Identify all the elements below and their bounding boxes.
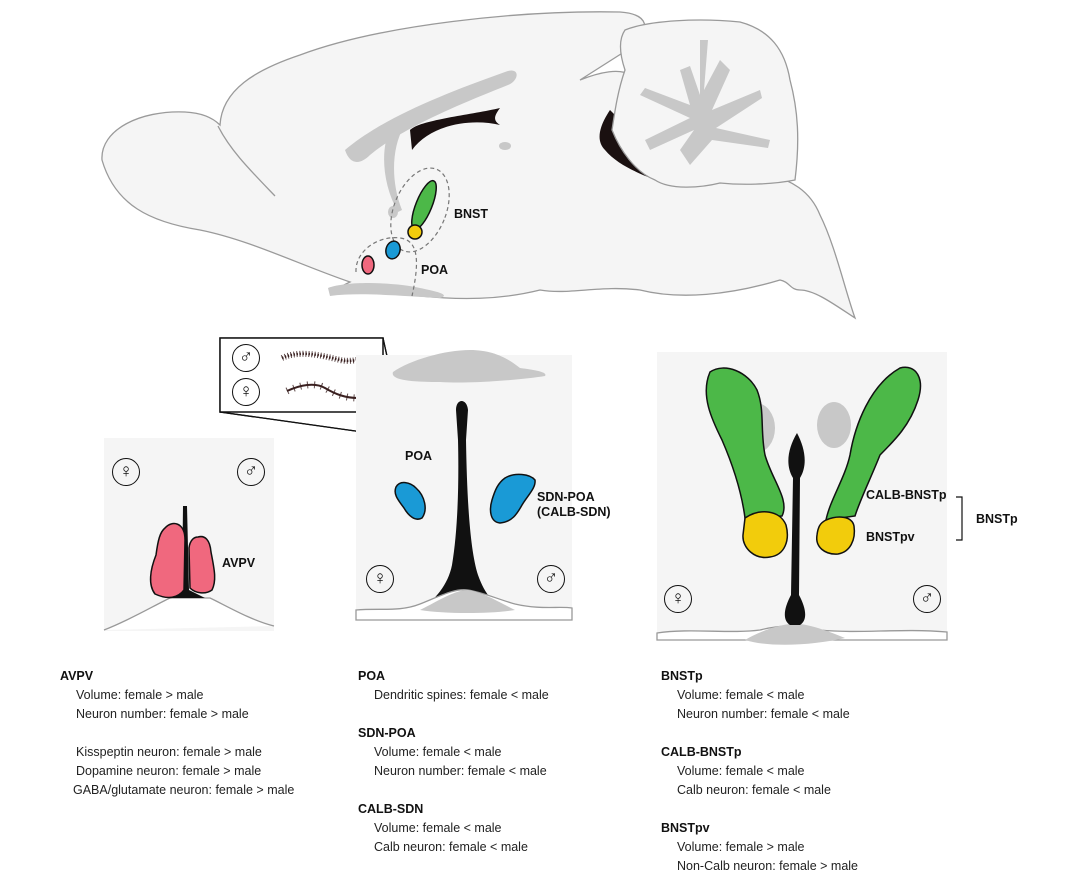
bnst-male-calb (825, 366, 922, 521)
summary-poa-title: POA (358, 669, 386, 683)
summary-line: Volume: female < male (677, 688, 805, 702)
summary-line: Kisspeptin neuron: female > male (76, 745, 262, 759)
label-bnstp-bracket: BNSTp (976, 512, 1018, 526)
summary-line: Dendritic spines: female < male (374, 688, 549, 702)
summary-calb-bnstp-title: CALB-BNSTp (661, 745, 742, 759)
poa-male-symbol-icon: ♂ (537, 565, 565, 593)
summary-calb-sdn-title: CALB-SDN (358, 802, 424, 816)
bnst-female-pv (742, 511, 789, 559)
label-sdn-poa: SDN-POA (CALB-SDN) (537, 490, 611, 520)
bnst-dashed-outline (390, 167, 450, 253)
summary-bnstp-title: BNSTp (661, 669, 703, 683)
label-avpv: AVPV (222, 556, 256, 570)
sagittal-sdn-poa (385, 240, 401, 260)
label-calb-bnstp: CALB-BNSTp (866, 488, 947, 502)
summary-line: Calb neuron: female < male (374, 840, 528, 854)
avpv-female-symbol-icon: ♀ (112, 458, 140, 486)
summary-bnst: BNSTp Volume: female < male Neuron numbe… (661, 667, 858, 876)
bnst-gray-right (817, 402, 851, 448)
avpv-male-symbol-icon: ♂ (237, 458, 265, 486)
bnst-third-ventricle (784, 433, 806, 625)
label-sdn-poa-line2: (CALB-SDN) (537, 505, 611, 519)
summary-line: GABA/glutamate neuron: female > male (73, 783, 295, 797)
summary-line: Volume: female > male (677, 840, 805, 854)
summary-line: Non-Calb neuron: female > male (677, 859, 858, 873)
olfactory-bulb-border (217, 125, 276, 197)
cerebellar-arbor-vitae (640, 40, 770, 165)
summary-line: Neuron number: female < male (374, 764, 547, 778)
anterior-commissure (388, 206, 398, 218)
ventricle (410, 108, 500, 150)
inset-male-symbol-icon: ♂ (232, 344, 260, 372)
poa-chiasm (420, 590, 515, 613)
poa-anterior-commissure (392, 350, 546, 383)
summary-avpv-title: AVPV (60, 669, 94, 683)
poa-female-symbol-icon: ♀ (366, 565, 394, 593)
summary-line: Calb neuron: female < male (677, 783, 831, 797)
sagittal-bnstpv (407, 224, 423, 240)
bnst-female-calb (705, 367, 785, 519)
gray-spot (499, 142, 511, 150)
summary-bnstpv-title: BNSTpv (661, 821, 710, 835)
summary-line: Volume: female > male (76, 688, 204, 702)
summary-line: Neuron number: female > male (76, 707, 249, 721)
poa-dashed-outline (355, 237, 418, 297)
label-bnst: BNST (454, 207, 489, 221)
sagittal-avpv (361, 255, 375, 275)
poa-third-ventricle (420, 401, 505, 610)
summary-line: Volume: female < male (677, 764, 805, 778)
label-bnstpv: BNSTpv (866, 530, 915, 544)
bnst-female-symbol-icon: ♀ (664, 585, 692, 613)
summary-poa: POA Dendritic spines: female < male SDN-… (358, 667, 549, 857)
summary-sdn-poa-title: SDN-POA (358, 726, 416, 740)
bnst-male-pv (816, 516, 856, 555)
avpv-left-nucleus (149, 522, 186, 599)
bnst-chiasm (745, 623, 845, 645)
label-poa: POA (421, 263, 449, 277)
summary-avpv: AVPV Volume: female > male Neuron number… (60, 667, 294, 800)
avpv-right-nucleus (188, 535, 216, 594)
summary-line: Volume: female < male (374, 745, 502, 759)
bnst-male-symbol-icon: ♂ (913, 585, 941, 613)
bnstp-bracket (956, 496, 963, 541)
fornix (384, 120, 405, 212)
label-poa-panel: POA (405, 449, 433, 463)
poa-male-sdn (489, 473, 536, 524)
summary-line: Dopamine neuron: female > male (76, 764, 262, 778)
summary-line: Neuron number: female < male (677, 707, 850, 721)
optic-chiasm (328, 283, 444, 298)
label-sdn-poa-line1: SDN-POA (537, 490, 595, 504)
summary-line: Volume: female < male (374, 821, 502, 835)
inset-female-symbol-icon: ♀ (232, 378, 260, 406)
poa-female-sdn (394, 481, 426, 520)
